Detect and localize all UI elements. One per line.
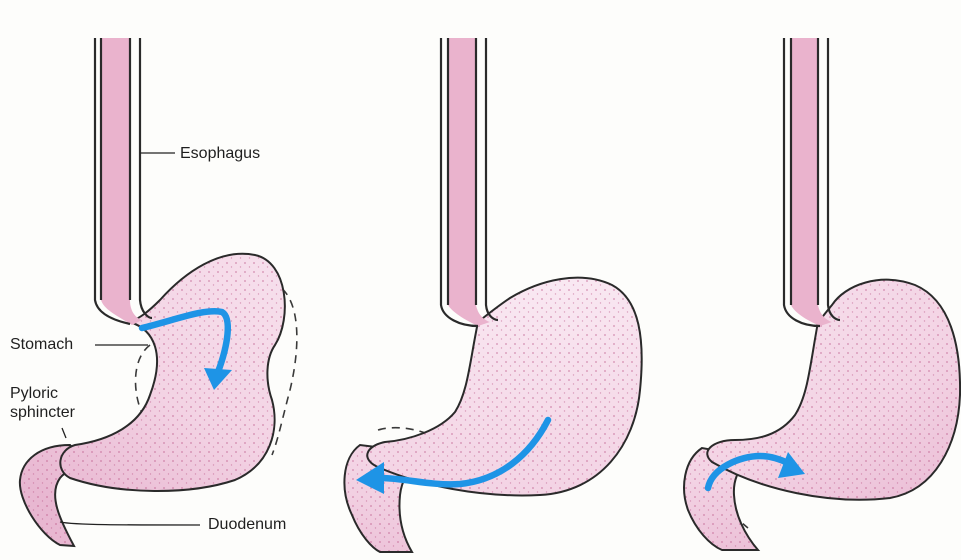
duodenum-label: Duodenum [208,516,286,534]
stage-3 [684,38,960,550]
stage-3-stomach [707,280,960,500]
pyloric-label-line-2: sphincter [10,404,75,422]
stage-1-esophagus-lining [101,38,142,325]
stage-2-esophagus-lining [448,38,490,326]
esophagus-label: Esophagus [180,145,260,163]
pyloric-label-line-1: Pyloric [10,385,58,403]
stage-3-esophagus-lining [791,38,832,326]
pyloric-leader [62,428,66,438]
stomach-label: Stomach [10,336,73,354]
duodenum-leader [60,522,200,525]
stage-2-stomach [367,278,641,496]
stage-1 [20,38,297,546]
stage-2 [344,38,641,552]
